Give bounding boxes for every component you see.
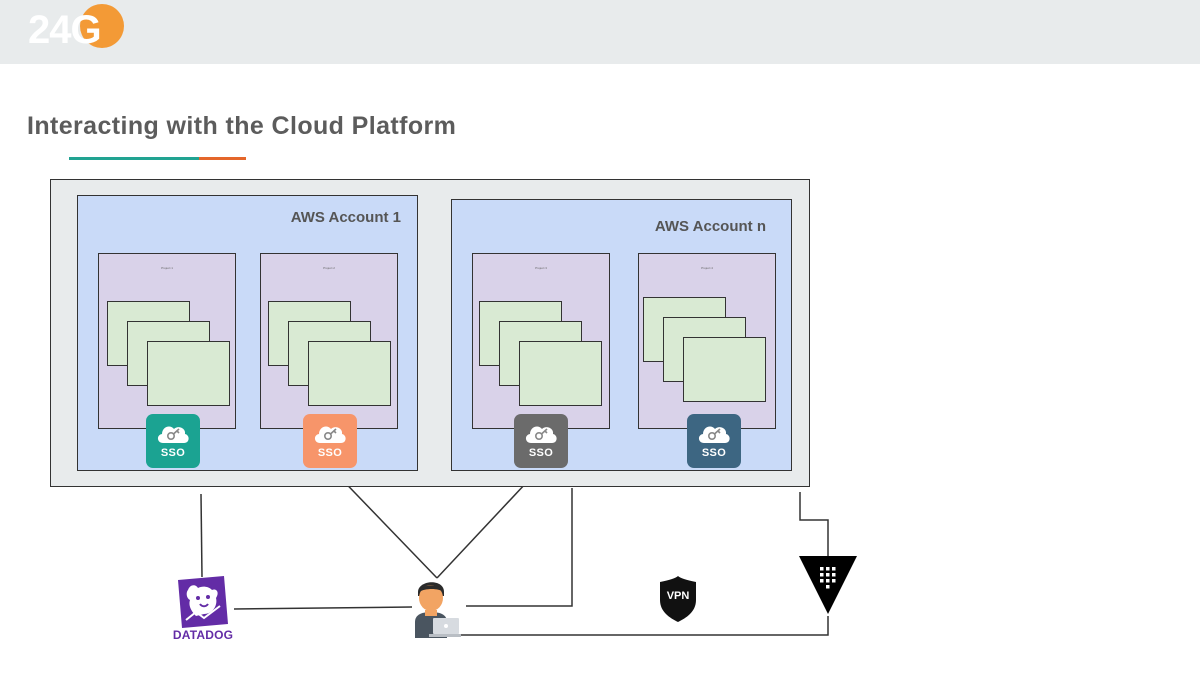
header-bar: 24G (0, 0, 1200, 64)
title-underline-teal (69, 157, 199, 160)
cloud-key-icon (314, 426, 346, 443)
line-datadog-user (233, 606, 413, 610)
line-vault-user (438, 616, 829, 636)
logo-circle (80, 4, 124, 48)
account-title: AWS Account n (654, 218, 766, 235)
hashicorp-vault-icon (799, 556, 857, 614)
developer-with-laptop-icon (415, 582, 461, 638)
project-label: Project 1 (161, 266, 173, 270)
datadog-tool: DATADOG (166, 576, 240, 646)
project-label: Project 4 (701, 266, 713, 270)
sso-badge-2: SSO (303, 414, 357, 468)
vpn-tool: VPN (656, 576, 700, 622)
datadog-dog-icon (178, 576, 228, 628)
sso-badge-3: SSO (514, 414, 568, 468)
cloud-key-icon (157, 426, 189, 443)
line-platform-user (466, 488, 573, 607)
datadog-label: DATADOG (172, 628, 234, 642)
sso-badge-1: SSO (146, 414, 200, 468)
sso-label: SSO (701, 447, 727, 459)
sso-label: SSO (160, 447, 186, 459)
cloud-key-icon (698, 426, 730, 443)
resource-layer (147, 341, 230, 406)
cloud-key-icon (525, 426, 557, 443)
developer-user (409, 576, 463, 638)
account-title: AWS Account 1 (290, 209, 401, 226)
resource-layer (308, 341, 391, 406)
line-platform-vault (799, 492, 829, 556)
vpn-shield-icon (660, 576, 696, 622)
vpn-label: VPN (666, 590, 690, 602)
company-logo: 24G (28, 4, 128, 54)
resource-layer (519, 341, 602, 406)
project-label: Project 3 (535, 266, 547, 270)
title-underline-orange (199, 157, 246, 160)
logo-text: 24G (28, 8, 102, 52)
sso-label: SSO (528, 447, 554, 459)
sso-label: SSO (317, 447, 343, 459)
resource-layer (683, 337, 766, 402)
project-label: Project 2 (323, 266, 335, 270)
vault-tool (799, 556, 857, 614)
sso-badge-4: SSO (687, 414, 741, 468)
slide-title: Interacting with the Cloud Platform (27, 112, 457, 140)
line-platform-datadog (200, 493, 203, 578)
